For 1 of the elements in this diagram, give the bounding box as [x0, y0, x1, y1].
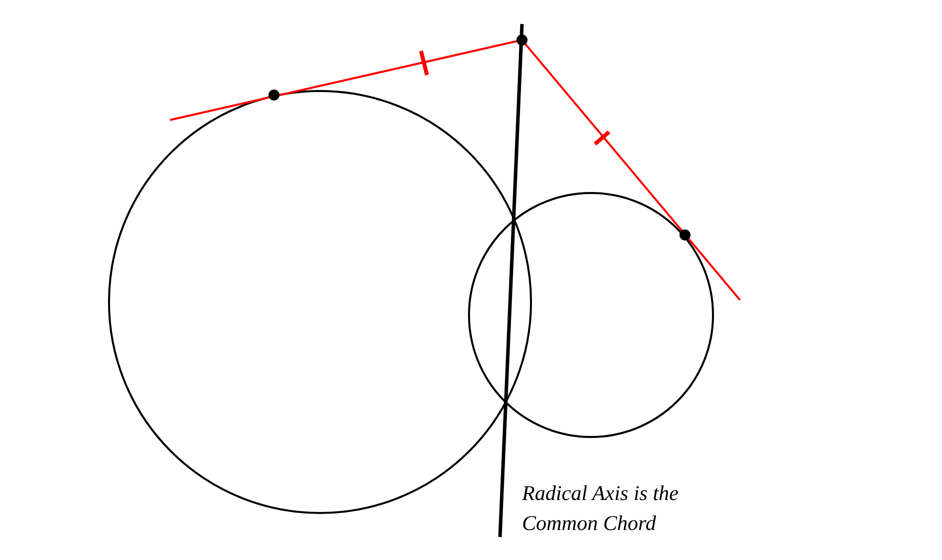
annotation-text: Radical Axis is the Common Chord: [522, 480, 680, 537]
